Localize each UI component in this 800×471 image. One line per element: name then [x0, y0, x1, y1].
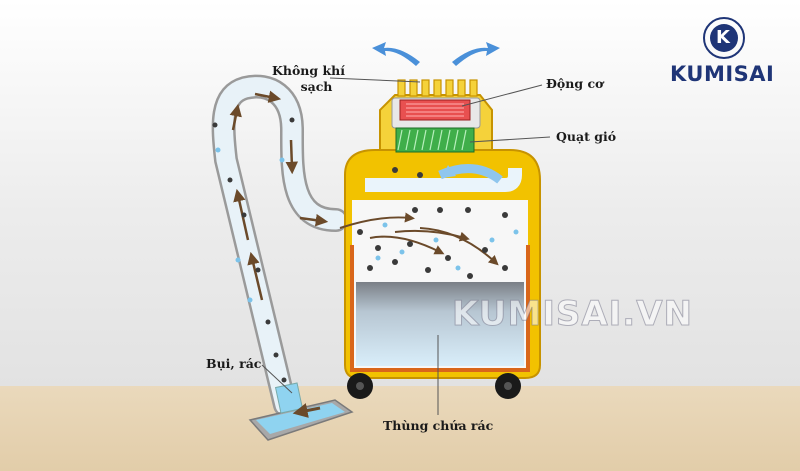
- floor-nozzle: [248, 382, 354, 441]
- hose: [211, 74, 348, 417]
- label-motor: Động cơ: [546, 76, 604, 91]
- brand-logo: [703, 17, 745, 59]
- label-clean-air-line2: sạch: [300, 79, 333, 94]
- logo-letter: K: [716, 27, 730, 48]
- label-clean-air-line1: Không khí: [272, 63, 345, 78]
- leader-lines: [261, 77, 551, 415]
- label-dust: Bụi, rác: [206, 356, 262, 371]
- debris-particles: [212, 117, 508, 383]
- watermark: KUMISAI.VN: [452, 294, 693, 335]
- wheels: [347, 373, 521, 399]
- exhaust-arrows: [372, 42, 500, 66]
- brand-name: KUMISAI: [670, 62, 775, 86]
- label-fan: Quạt gió: [556, 129, 617, 144]
- label-clean-air: Không khí sạch: [272, 63, 345, 95]
- label-bin: Thùng chứa rác: [383, 418, 494, 433]
- motor: [399, 99, 471, 121]
- floor: [0, 386, 800, 471]
- airflow-arrow: [365, 164, 522, 192]
- debris-flow: [339, 212, 499, 266]
- tank: [344, 149, 541, 379]
- fan: [395, 127, 475, 153]
- water-droplets: [215, 147, 519, 303]
